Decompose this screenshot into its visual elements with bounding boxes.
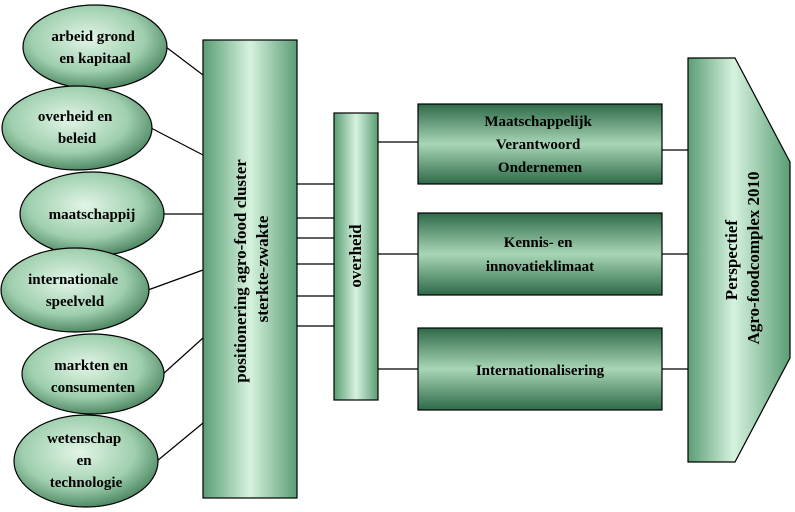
connector-factor-5: [162, 337, 204, 375]
theme-box-3: [417, 327, 663, 411]
government-label: overheid: [346, 224, 365, 288]
theme-label-3: Internationalisering: [476, 363, 605, 379]
factor-ellipse-4: [0, 247, 150, 333]
theme-box-1: [417, 103, 663, 185]
factor-ellipse-5: [21, 333, 165, 415]
cluster-label: positionering agro-food cluster sterkte-…: [231, 155, 272, 382]
factor-label-3: maatschappij: [49, 207, 136, 223]
connector-factor-6: [156, 422, 204, 462]
connector-factor-2: [150, 127, 204, 156]
factor-ellipse-1: [22, 4, 168, 90]
factor-label-2: overheid en beleid: [38, 109, 116, 147]
factor-label-6: wetenschap en technologie: [47, 431, 125, 491]
factor-ellipses: arbeid grond en kapitaal overheid en bel…: [0, 4, 168, 508]
factor-ellipse-2: [1, 85, 153, 171]
perspective-shape: [687, 57, 791, 463]
factor-connectors: [147, 46, 204, 462]
theme-box-2: [417, 212, 663, 296]
government-bar: [333, 112, 379, 401]
cluster-bar: [202, 39, 298, 499]
theme-label-2: Kennis- en innovatieklimaat: [486, 235, 594, 275]
factor-label-1: arbeid grond en kapitaal: [51, 29, 138, 67]
factor-label-5: markten en consumenten: [51, 358, 136, 396]
theme-label-1: Maatschappelijk Verantwoord Ondernemen: [484, 114, 595, 176]
connector-factor-1: [165, 46, 204, 76]
theme-connectors: [378, 141, 688, 370]
cluster-connectors: [297, 183, 334, 327]
connector-factor-4: [147, 269, 204, 291]
factor-ellipse-6: [13, 414, 159, 508]
factor-label-4: internationale speelveld: [28, 272, 122, 310]
perspective-label: Perspectief Agro-foodcomplex 2010: [722, 172, 763, 345]
